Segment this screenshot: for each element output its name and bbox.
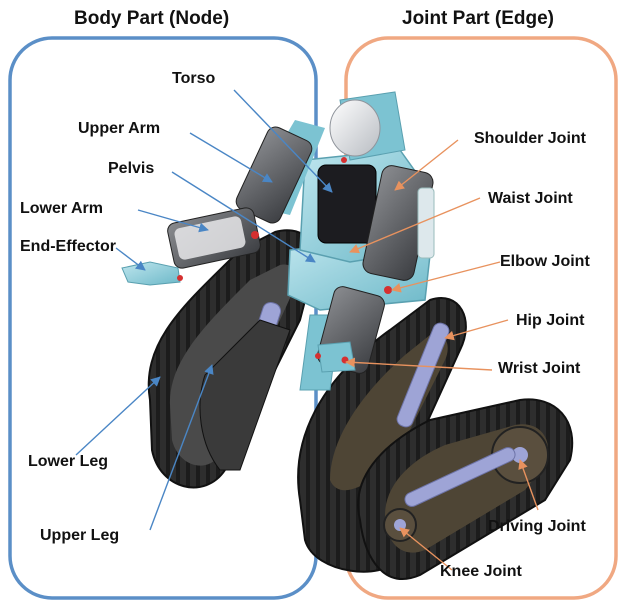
joint-part-title: Joint Part (Edge) bbox=[402, 8, 554, 30]
label-elbow-joint: Elbow Joint bbox=[500, 253, 590, 271]
label-upper-arm: Upper Arm bbox=[78, 120, 160, 138]
label-driving-joint: Driving Joint bbox=[488, 518, 586, 536]
label-hip-joint: Hip Joint bbox=[516, 312, 584, 330]
robot-illustration bbox=[122, 92, 572, 579]
head bbox=[330, 92, 405, 160]
label-torso: Torso bbox=[172, 70, 215, 88]
label-pelvis: Pelvis bbox=[108, 160, 154, 178]
label-upper-leg: Upper Leg bbox=[40, 527, 119, 545]
body-part-title: Body Part (Node) bbox=[74, 8, 229, 30]
label-shoulder-joint: Shoulder Joint bbox=[474, 130, 586, 148]
end-effector bbox=[122, 262, 180, 285]
label-wrist-joint: Wrist Joint bbox=[498, 360, 580, 378]
label-knee-joint: Knee Joint bbox=[440, 563, 522, 581]
label-waist-joint: Waist Joint bbox=[488, 190, 573, 208]
arrow-lower-leg bbox=[76, 377, 160, 455]
label-lower-arm: Lower Arm bbox=[20, 200, 103, 218]
label-lower-leg: Lower Leg bbox=[28, 453, 108, 471]
label-end-effector: End-Effector bbox=[20, 238, 116, 256]
